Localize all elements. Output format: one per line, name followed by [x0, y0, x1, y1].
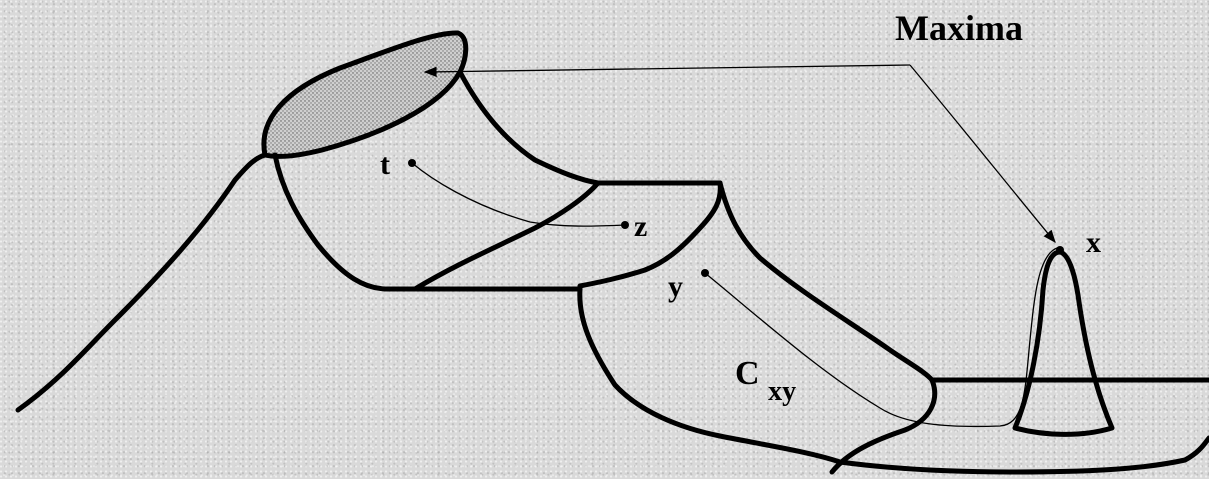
point-x-dot: [1056, 246, 1064, 254]
plateau-front-face: [580, 183, 720, 286]
point-t-label: t: [380, 148, 390, 181]
curve-cxy-label: C xy: [735, 355, 796, 407]
maxima-label: Maxima: [895, 8, 1023, 48]
point-y-dot: [701, 269, 709, 277]
point-t-dot: [408, 159, 416, 167]
middle-basin-left-wall: [580, 289, 840, 462]
hill-right-face: [460, 72, 598, 183]
maxima-arrow-to-top: [425, 65, 910, 72]
point-x-label: x: [1086, 226, 1101, 259]
left-hill-slope: [18, 155, 265, 410]
point-z-dot: [621, 221, 629, 229]
middle-basin-right-wall: [720, 183, 932, 380]
hill-inner-face: [275, 155, 385, 289]
maximum-region-shaded: [264, 33, 466, 156]
point-y-label: y: [668, 270, 683, 303]
curve-cxy-main: C: [735, 355, 760, 392]
curve-cxy: [705, 248, 1057, 426]
valley-wall: [832, 380, 935, 472]
point-z-label: z: [634, 210, 647, 243]
path-t-to-z: [412, 163, 625, 226]
diagonal-ridge: [415, 183, 598, 289]
maxima-arrow-to-x: [910, 65, 1055, 242]
valley-floor: [840, 438, 1209, 472]
curve-cxy-subscript: xy: [768, 376, 796, 407]
